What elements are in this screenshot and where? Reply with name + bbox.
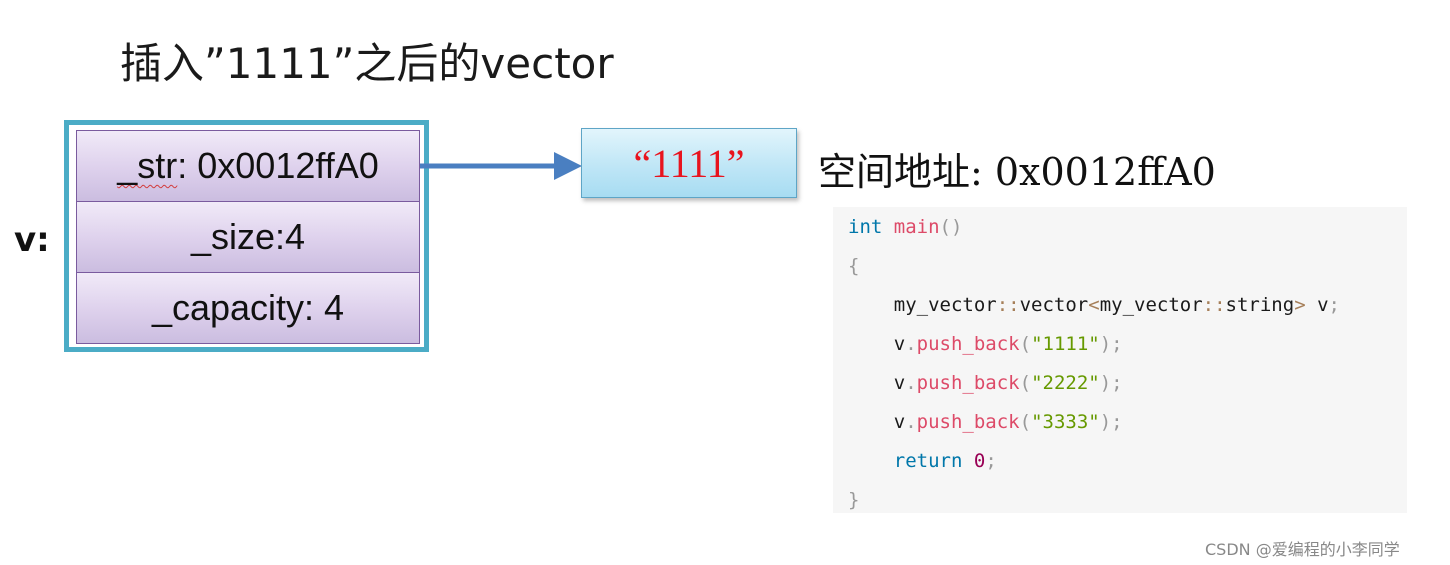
code-token: push_back [916,372,1020,394]
code-token: . [905,333,917,355]
code-line: return 0; [848,448,997,474]
code-token: ); [1099,333,1123,355]
code-token: ( [1019,333,1032,355]
code-token: return [893,450,963,472]
code-token: v [1305,294,1329,316]
code-token: ( [1019,411,1032,433]
code-token: 0 [973,450,986,472]
code-line: v.push_back("1111"); [848,331,1123,357]
code-token: } [848,489,860,511]
code-token: ; [985,450,997,472]
field-capacity: _capacity: 4 [76,272,420,344]
code-token: push_back [916,333,1020,355]
code-token: :: [996,294,1020,316]
code-line: v.push_back("3333"); [848,409,1123,435]
code-line: v.push_back("2222"); [848,370,1123,396]
code-token: > [1294,294,1306,316]
code-token: () [939,216,963,238]
code-block: int main() { my_vector::vector<my_vector… [833,207,1407,513]
pointer-arrow-head [554,152,582,180]
code-token: "2222" [1031,372,1100,394]
code-token: my_vector [893,294,997,316]
vector-struct-box: _str: 0x0012ffA0 _size:4 _capacity: 4 [64,120,429,352]
string-data-box: “1111” [581,128,797,198]
code-token: ); [1099,372,1123,394]
code-token: main [893,216,940,238]
code-token: ( [1019,372,1032,394]
field-size: _size:4 [76,201,420,273]
code-line: } [848,487,859,513]
code-token: { [848,255,860,277]
field-str-value: : 0x0012ffA0 [177,145,379,186]
field-str-name: _str [117,145,178,186]
code-line: int main() [848,214,962,240]
code-token: . [905,411,917,433]
pointer-arrow [420,152,582,180]
address-label: 空间地址: 0x0012ffA0 [818,150,1216,194]
code-token: v [893,333,906,355]
code-token: my_vector [1099,294,1203,316]
code-token: "1111" [1031,333,1100,355]
watermark: CSDN @爱编程的小李同学 [1205,540,1400,559]
code-token: :: [1202,294,1226,316]
code-line: my_vector::vector<my_vector::string> v; [848,292,1340,318]
code-token: string [1225,294,1295,316]
code-line: { [848,253,859,279]
code-token: v [893,372,906,394]
code-token: int [848,216,883,238]
code-token: v [893,411,906,433]
code-token: < [1088,294,1100,316]
code-token: . [905,372,917,394]
field-str: _str: 0x0012ffA0 [76,130,420,202]
diagram-title: 插入”1111”之后的vector [120,39,614,88]
code-token: push_back [916,411,1020,433]
code-token: "3333" [1031,411,1100,433]
code-token: ); [1099,411,1123,433]
variable-label: v: [14,220,50,260]
code-token: vector [1019,294,1089,316]
code-token: ; [1328,294,1340,316]
